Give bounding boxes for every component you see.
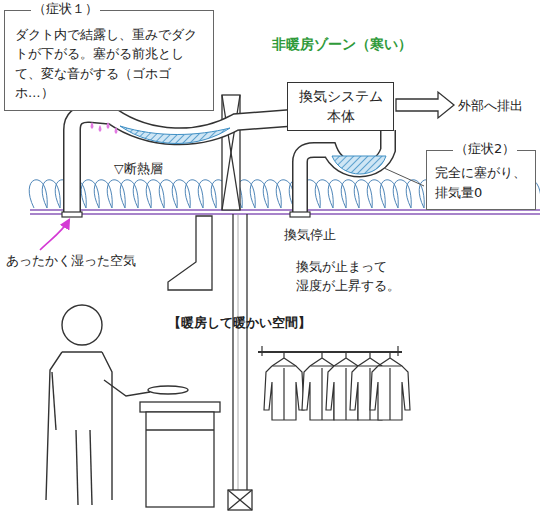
process-box: 換気システム 本体 [287,82,394,131]
person-stroke [90,430,92,505]
person-stroke [104,380,150,396]
person-stroke [102,352,112,500]
status-label: 換気停止 [284,226,336,245]
callout-body: 完全に塞がり、排気量0 [435,163,529,203]
outlet-label: 外部へ排出 [458,97,523,116]
shirt [264,352,304,420]
person [46,305,188,505]
callout-box: （症状2）完全に塞がり、排気量0 [426,150,536,210]
person-stroke [76,430,78,505]
range-hood [168,216,212,290]
exhaust-arrow [396,92,454,118]
space-label: 【暖房して暖かい空間】 [168,314,311,333]
condensation-drops [91,122,118,134]
callout-heading: （症状2） [453,141,517,158]
air-label: あったかく湿った空気 [6,252,136,271]
person-stroke [52,372,56,430]
warm-air-arrow [40,220,69,250]
ceiling [30,210,540,214]
grille [62,212,310,217]
clothes-rack [258,346,410,420]
duct-1 [72,114,290,212]
pan [148,386,188,394]
callout-body: ダクト内で結露し、重みでダクトが下がる。塞がる前兆として、変な音がする（ゴホゴホ… [15,25,205,103]
person-stroke [46,352,62,500]
duct-2 [300,130,388,212]
shirt [370,352,410,420]
person-stroke [62,351,102,352]
leader-line [384,168,424,186]
box-label: 換気システム 本体 [292,87,389,126]
zone-label: 非暖房ゾーン（寒い） [272,34,412,55]
stove [140,402,220,507]
note-label: 換気が止まって 湿度が上昇する。 [296,258,414,296]
callout-heading: （症状１） [31,1,100,17]
post [222,95,240,210]
layer-label: ▽断熱層 [112,160,165,179]
callout-box: （症状１）ダクト内で結露し、重みでダクトが下がる。塞がる前兆として、変な音がする… [4,10,214,111]
wall [228,214,252,510]
